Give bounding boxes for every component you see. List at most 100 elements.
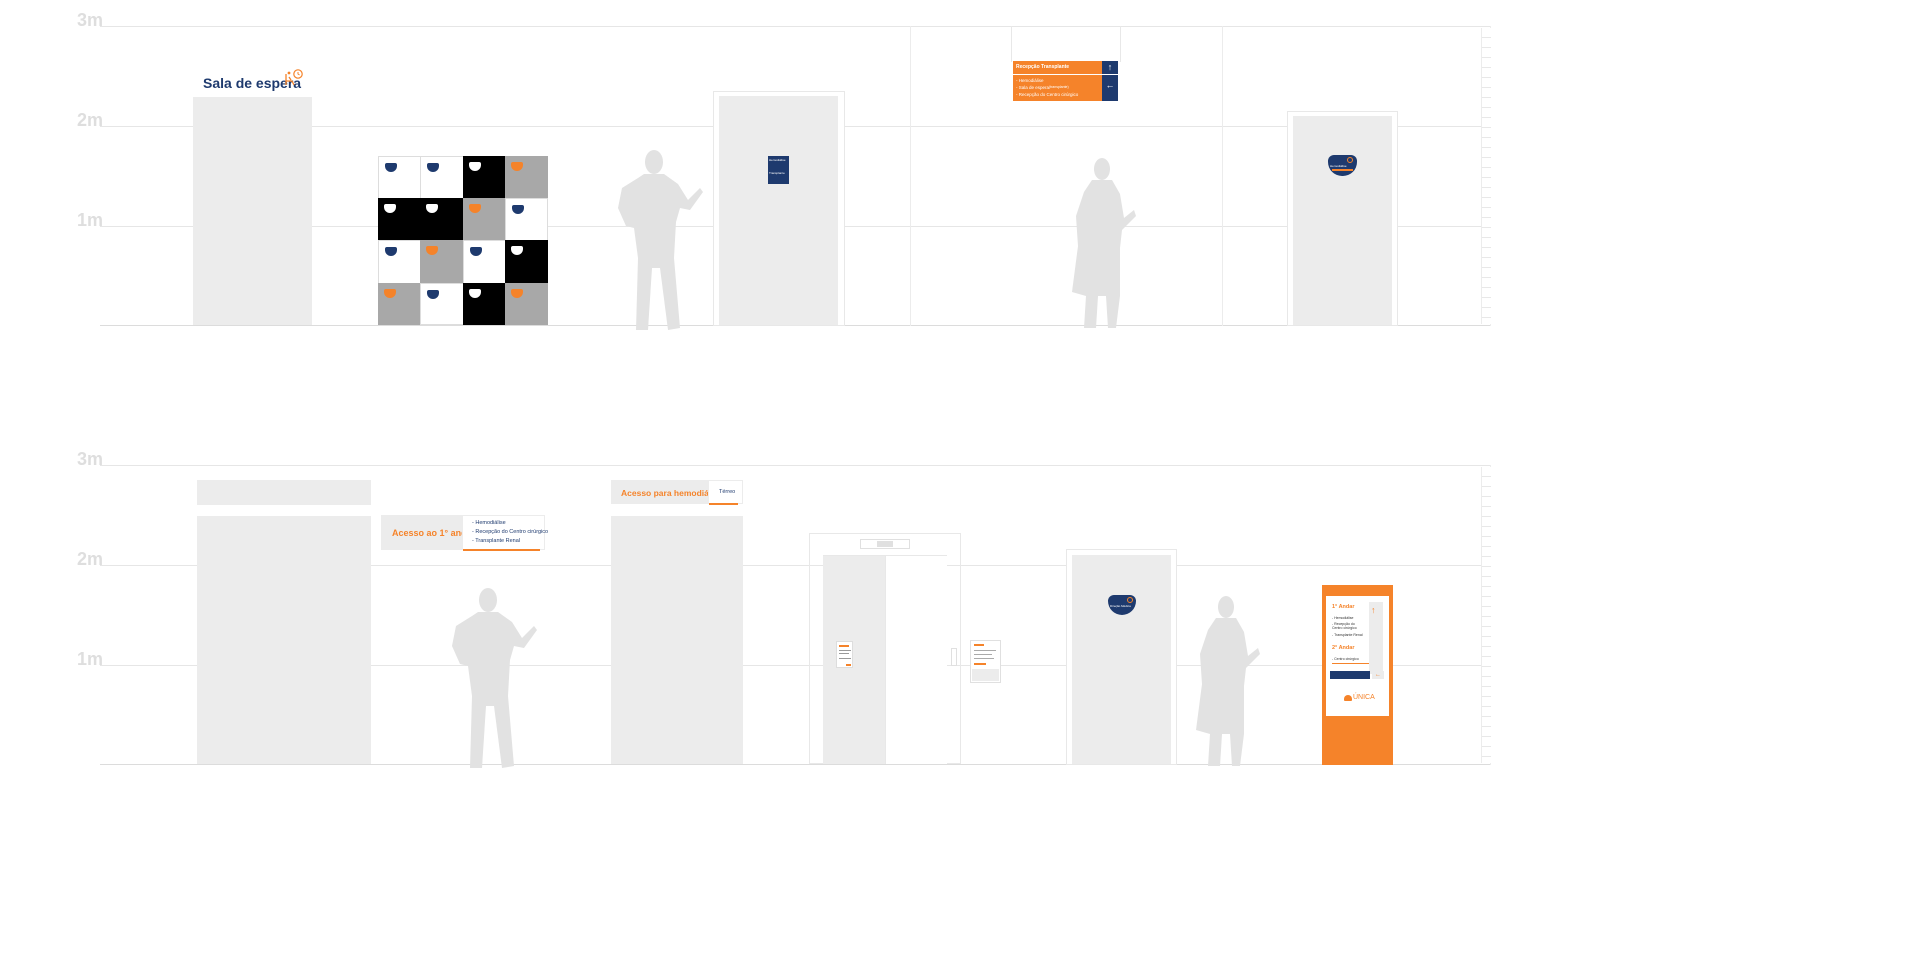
directory-stripe [974, 644, 984, 646]
placard-line [839, 650, 851, 651]
door-opening [611, 516, 743, 764]
arrow-up-icon: ↑ [1102, 61, 1118, 74]
arrow-left-icon: ← [1372, 671, 1384, 679]
sign-underline [463, 549, 540, 551]
totem-item: - Transplante Renal [1332, 633, 1363, 637]
gridline-2m-bottom [100, 565, 1490, 566]
waiting-room-title: Sala de espera [203, 75, 302, 91]
transom-panel [197, 480, 371, 505]
wall-divider [910, 26, 911, 326]
sign-floor-block: Térreo [708, 480, 743, 505]
door-panel [719, 96, 838, 325]
totem-item: - Recepção do Centro cirúrgico [1332, 622, 1357, 630]
placard-line [839, 658, 851, 659]
arrow-up-icon: ↑ [1371, 605, 1376, 615]
totem-item: - Centro cirúrgico [1332, 657, 1359, 661]
directory-footer [972, 669, 999, 681]
access-hemodialysis-sign: Acesso para hemodiálise Térreo [611, 480, 743, 505]
door-plaque-line1: Hemodiálise [769, 158, 786, 162]
totem-floor2-title: 2° Andar [1332, 645, 1355, 651]
person-silhouette [1072, 158, 1136, 328]
placard-line [839, 653, 849, 654]
directory-line [974, 650, 996, 651]
elevator-lintel [823, 555, 947, 556]
elevator-door-right [885, 556, 947, 764]
wall-edge-ladder [1481, 28, 1491, 324]
door-badge: Hemodiálise [1328, 155, 1357, 176]
sign-label-block: Acesso ao 1° andar [381, 515, 475, 550]
elevator-indicator [860, 539, 910, 549]
badge-icon [469, 204, 481, 213]
access-first-floor-sign: Acesso ao 1° andar - Hemodiálise - Recep… [381, 515, 549, 551]
totem-divider [1332, 663, 1369, 664]
sign-hanger [1011, 26, 1121, 62]
door-panel [1072, 555, 1171, 764]
scale-label-1m-bottom: 1m [77, 649, 104, 669]
sign-list-block: - Hemodiálise - Recepção do Centro cirúr… [462, 515, 549, 551]
door-badge-text: Hemodiálise [1330, 164, 1347, 168]
gridline-3m-top [100, 26, 1490, 27]
wall-edge-ladder [1481, 467, 1491, 763]
elevator-call-button[interactable] [951, 648, 957, 666]
scale-label-3m-bottom: 3m [77, 449, 104, 469]
access-first-floor-label: Acesso ao 1° andar [392, 528, 476, 538]
sign-item-note: (transplante) [1049, 85, 1069, 89]
sign-row-transplant: Recepção Transplante [1013, 61, 1102, 74]
elevator-display [877, 541, 893, 547]
wall-divider [1222, 26, 1223, 326]
sign-row-left: - Hemodiálise - Sala de espera (transpla… [1013, 75, 1102, 101]
badge-icon [469, 162, 481, 171]
badge-icon [384, 289, 396, 298]
badge-icon [469, 289, 481, 298]
arrow-left-icon: ← [1102, 75, 1118, 101]
totem-navy-bar [1330, 671, 1370, 679]
access-floor-label: Térreo [719, 489, 736, 495]
door-badge: Direção Médica [1108, 595, 1136, 615]
waiting-room-clock-icon [284, 68, 304, 88]
scale-label-2m-bottom: 2m [77, 549, 104, 569]
door-panel [1293, 116, 1392, 325]
totem-floor1-title: 1° Andar [1332, 604, 1355, 610]
directory-stripe [974, 663, 986, 665]
badge-icon [470, 247, 482, 256]
gridline-1m-bottom [100, 665, 1490, 666]
door-badge-text: Direção Médica [1110, 604, 1131, 608]
badge-icon [384, 204, 396, 213]
badge-icon [511, 162, 523, 171]
sign-item: - Sala de espera [1016, 85, 1050, 90]
totem-arrow-column: ↑ [1369, 602, 1383, 674]
badge-icon [385, 163, 397, 172]
directory-totem: ↑ 1° Andar - Hemodiálise - Recepção do C… [1322, 585, 1393, 765]
checker-cell [505, 283, 548, 325]
door-opening [197, 516, 371, 764]
scale-label-1m-top: 1m [77, 210, 104, 230]
checker-wall [378, 156, 548, 325]
badge-icon [426, 246, 438, 255]
badge-icon [512, 205, 524, 214]
totem-panel: ↑ 1° Andar - Hemodiálise - Recepção do C… [1326, 596, 1389, 716]
scale-label-3m-top: 3m [77, 10, 104, 30]
sign-item: - Hemodiálise [1016, 78, 1044, 83]
sign-underline [709, 503, 738, 505]
hanging-directional-sign: Recepção Transplante ↑ - Hemodiálise - S… [1013, 61, 1118, 101]
access-item: - Hemodiálise [472, 520, 506, 526]
access-item: - Recepção do Centro cirúrgico [472, 529, 549, 535]
person-silhouette [452, 588, 537, 768]
badge-orange-icon [1127, 597, 1133, 603]
person-silhouette [618, 150, 703, 330]
scale-label-2m-top: 2m [77, 110, 104, 130]
sign-row1-label: Recepção Transplante [1016, 64, 1070, 70]
badge-icon [511, 246, 523, 255]
totem-item: - Hemodiálise [1332, 616, 1354, 620]
elevator-door-left [823, 556, 885, 764]
badge-icon [511, 289, 523, 298]
door-plaque: Hemodiálise Transplante [768, 156, 789, 184]
access-item: - Transplante Renal [472, 538, 520, 544]
totem-logo: ÚNICA [1353, 694, 1375, 701]
badge-orange-icon [1347, 157, 1353, 163]
placard-logo [846, 664, 851, 666]
person-silhouette [1196, 596, 1260, 766]
sign-label-block: Acesso para hemodiálise [611, 480, 723, 504]
gridline-3m-bottom [100, 465, 1490, 466]
